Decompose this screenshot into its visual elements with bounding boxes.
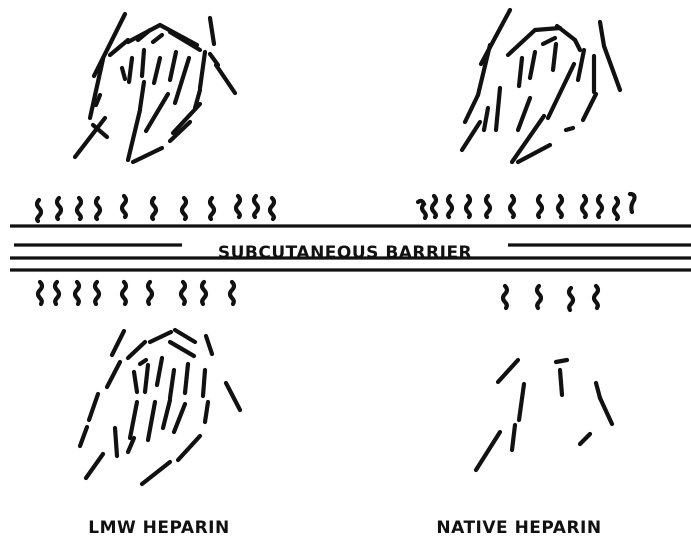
lmw-heparin-label: LMW HEPARIN <box>88 518 229 538</box>
native-top-squiggles <box>418 194 635 219</box>
native-bottom-squiggles <box>503 286 598 310</box>
lmw-top-chain-cluster <box>75 14 235 162</box>
native-bottom-chain-cluster <box>476 360 612 470</box>
barrier-label: SUBCUTANEOUS BARRIER <box>218 243 472 263</box>
lmw-bottom-squiggles <box>38 282 234 304</box>
native-heparin-label: NATIVE HEPARIN <box>436 518 601 538</box>
lmw-bottom-chain-cluster <box>80 330 240 484</box>
subcutaneous-barrier: SUBCUTANEOUS BARRIER <box>10 226 691 270</box>
lmw-top-squiggles <box>37 196 274 221</box>
native-top-chain-cluster <box>462 10 620 162</box>
